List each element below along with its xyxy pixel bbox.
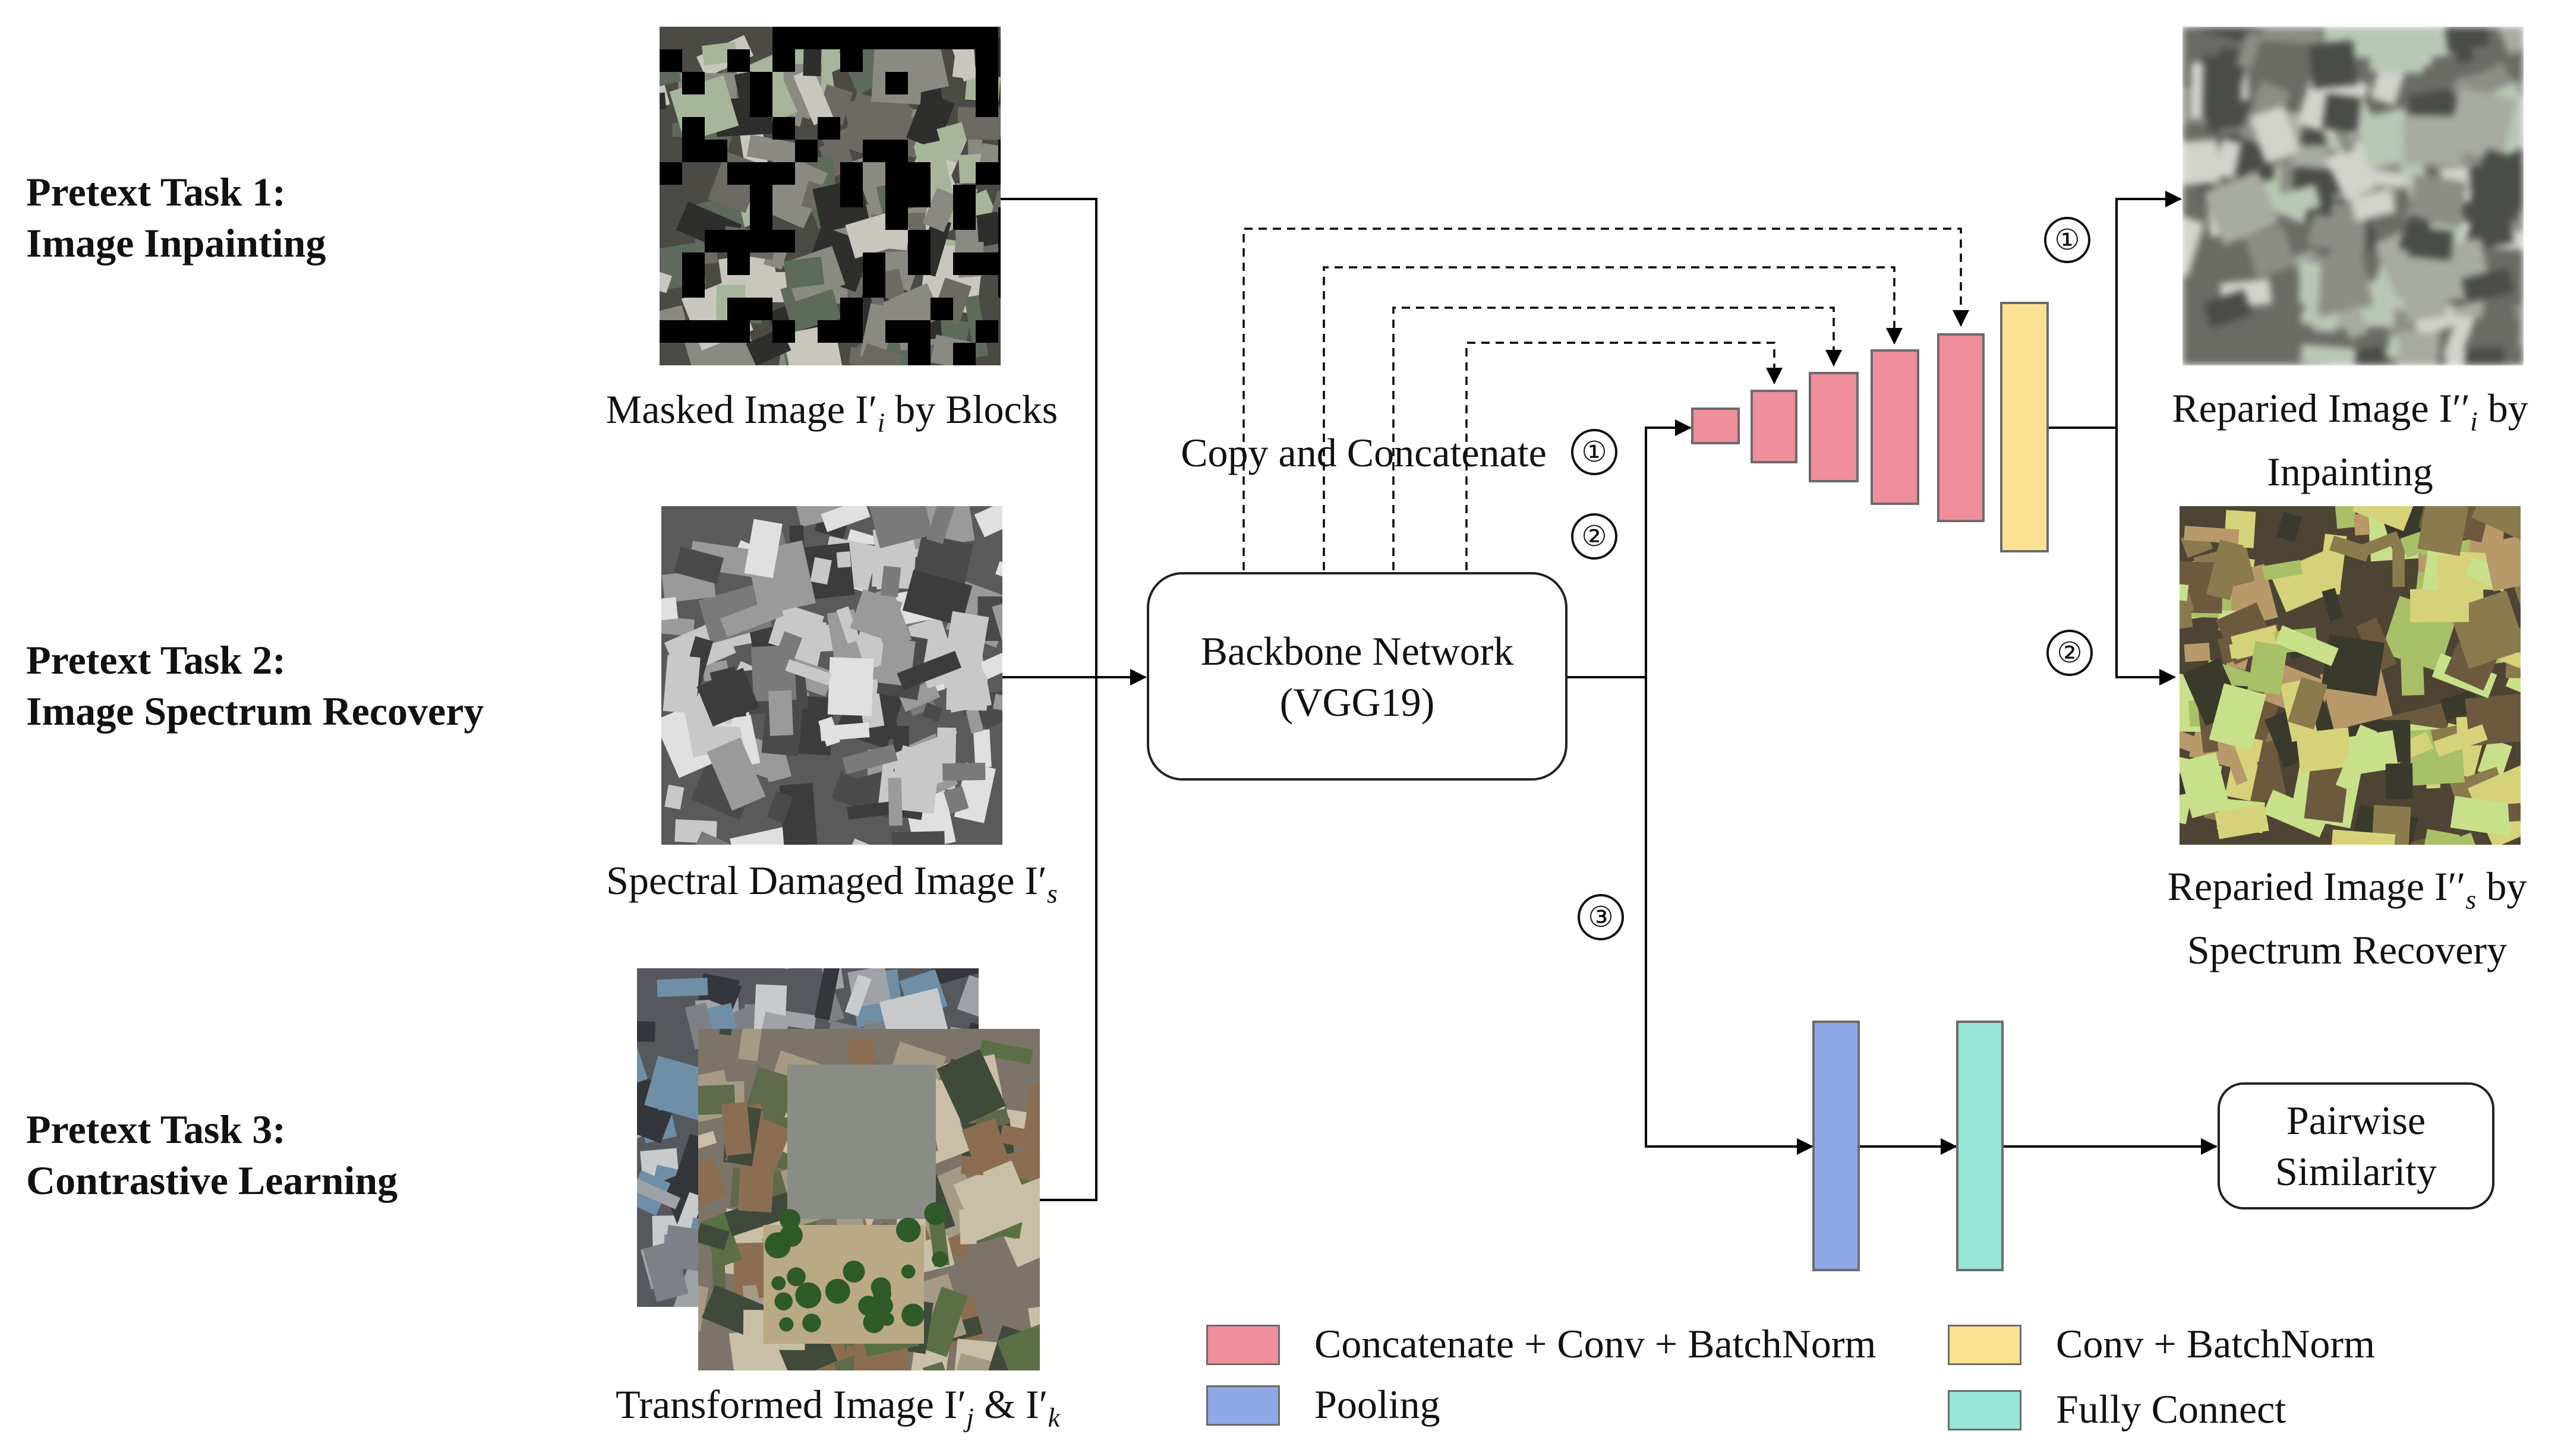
decoder-output-conv xyxy=(2000,302,2049,552)
decoder-block-2 xyxy=(1751,390,1797,463)
marker-2-copy: ② xyxy=(1571,513,1617,560)
decoder-block-5 xyxy=(1937,333,1985,522)
pooling-block xyxy=(1812,1021,1860,1271)
spectral-image-caption: Spectral Damaged Image I′s xyxy=(606,858,1058,909)
legend-swatch-concat xyxy=(1206,1325,1280,1365)
backbone-line2: (VGG19) xyxy=(1279,679,1435,725)
marker-3-contrastive: ③ xyxy=(1578,894,1624,940)
fully-connected-block xyxy=(1956,1021,2004,1271)
skip-connections xyxy=(1242,228,1969,570)
repaired-spectrum-caption: Reparied Image I′′s by Spectrum Recovery xyxy=(2133,861,2561,975)
input-collector-lines xyxy=(998,198,1147,1201)
contrastive-head-blocks xyxy=(1812,1021,2004,1271)
repaired-spectrum-thumbnail xyxy=(2180,506,2521,845)
legend-label-concat: Concatenate + Conv + BatchNorm xyxy=(1314,1321,1876,1366)
pairwise-similarity-box: Pairwise Similarity xyxy=(2218,1082,2494,1209)
legend-swatch-pooling xyxy=(1206,1385,1280,1426)
backbone-network-box: Backbone Network (VGG19) xyxy=(1147,572,1567,781)
legend-label-fc: Fully Connect xyxy=(2056,1386,2286,1432)
decoder-output-lines xyxy=(2049,191,2182,686)
task-2-title: Pretext Task 2:Image Spectrum Recovery xyxy=(26,637,484,734)
copy-concatenate-label: Copy and Concatenate xyxy=(1181,430,1547,475)
marker-1-output: ① xyxy=(2044,217,2090,263)
transformed-image-front-thumbnail xyxy=(698,1029,1040,1370)
task-1-title: Pretext Task 1:Image Inpainting xyxy=(26,169,326,266)
backbone-output-lines xyxy=(1565,419,2218,1155)
decoder-blocks xyxy=(1691,302,2049,552)
legend-label-pooling: Pooling xyxy=(1314,1382,1440,1427)
repaired-inpainting-caption-line2: Inpainting xyxy=(2267,449,2433,494)
transformed-image-caption: Transformed Image I′j & I′k xyxy=(616,1382,1060,1433)
repaired-inpainting-thumbnail xyxy=(2182,27,2524,365)
pairwise-line2: Similarity xyxy=(2275,1149,2437,1194)
marker-2-output: ② xyxy=(2046,630,2093,676)
decoder-block-3 xyxy=(1809,372,1859,482)
legend-label-conv: Conv + BatchNorm xyxy=(2056,1321,2375,1366)
decoder-block-4 xyxy=(1871,349,1919,505)
repaired-inpainting-caption: Reparied Image I′′i by Inpainting xyxy=(2139,383,2561,497)
task-3-title: Pretext Task 3:Contrastive Learning xyxy=(26,1107,398,1203)
repaired-spectrum-caption-line2: Spectrum Recovery xyxy=(2187,927,2508,972)
marker-1-copy: ① xyxy=(1571,429,1617,475)
decoder-block-1 xyxy=(1691,408,1740,444)
masked-image-caption: Masked Image I′i by Blocks xyxy=(605,387,1058,438)
backbone-line1: Backbone Network xyxy=(1200,628,1514,674)
masked-image-thumbnail xyxy=(660,27,1001,365)
legend-swatch-fc xyxy=(1948,1390,2021,1430)
spectral-damaged-image-thumbnail xyxy=(661,506,1002,845)
pairwise-line1: Pairwise xyxy=(2286,1098,2426,1143)
legend-swatch-conv xyxy=(1948,1325,2021,1365)
